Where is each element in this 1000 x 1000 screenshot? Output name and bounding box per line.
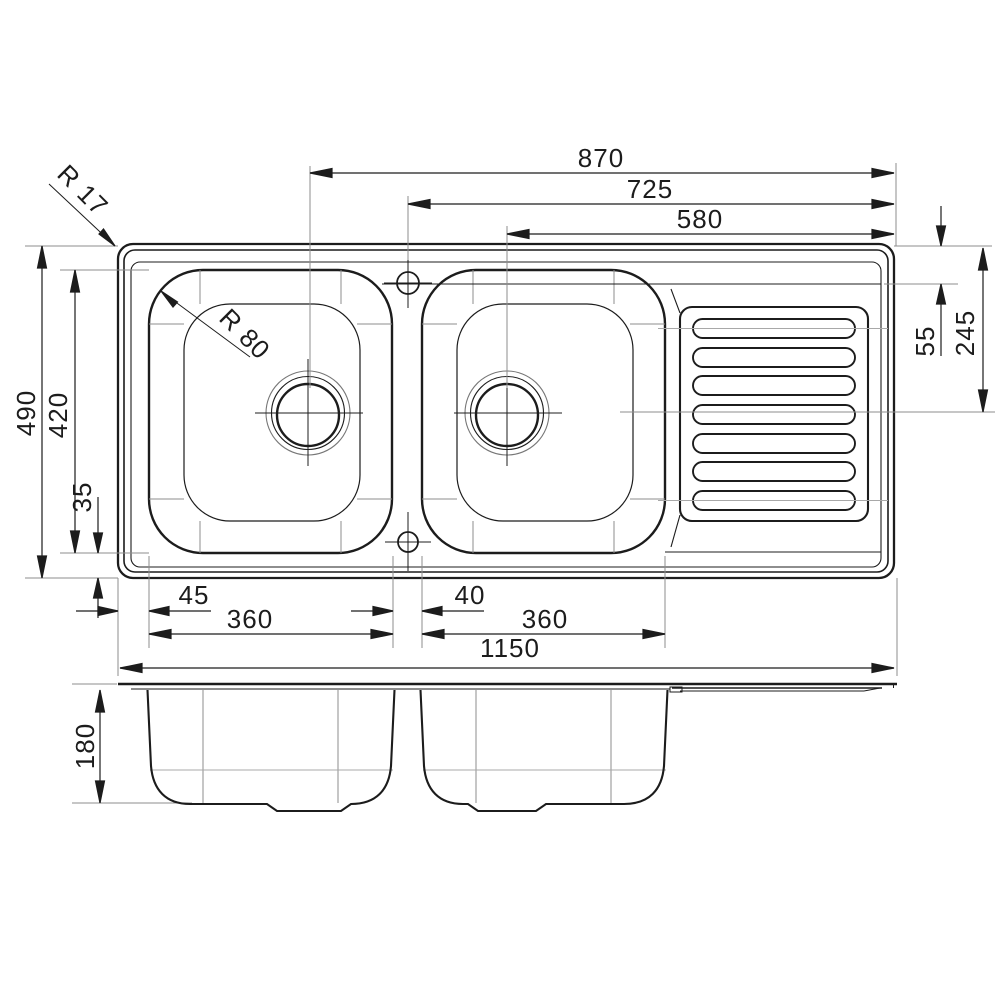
- dim-label-870: 870: [577, 143, 625, 173]
- drainboard-fold-lines: [658, 328, 888, 501]
- drainboard-slot: [692, 375, 856, 396]
- side-drainboard-profile: [669, 684, 894, 693]
- sink-outer-edge: [116, 242, 896, 580]
- sink-rolled-edge: [123, 249, 889, 573]
- dimension-55: [935, 206, 947, 356]
- drainboard-panel: [678, 305, 870, 523]
- dimension-580: [506, 228, 895, 240]
- dim-label-180: 180: [70, 722, 100, 770]
- dimension-490: [36, 245, 48, 579]
- dimension-725: [407, 198, 895, 210]
- drainboard-slot: [692, 404, 856, 425]
- bowl-left: [147, 268, 394, 555]
- side-bowl-left: [146, 689, 396, 813]
- dim-label-45: 45: [178, 580, 210, 610]
- dimension-180: [94, 689, 106, 804]
- dimension-420: [69, 269, 81, 554]
- drain-left: [255, 359, 363, 466]
- dimension-870: [309, 167, 895, 179]
- drainboard: [382, 283, 888, 553]
- dim-label-420: 420: [43, 391, 73, 439]
- dimension-lines: [36, 167, 989, 804]
- dim-label-360-right: 360: [521, 604, 569, 634]
- dimension-45: [76, 605, 211, 617]
- dimension-35: [92, 497, 104, 618]
- dim-label-1150: 1150: [480, 633, 540, 663]
- side-view: [118, 682, 897, 813]
- dim-label-245: 245: [950, 309, 980, 357]
- side-bowl-right: [419, 689, 669, 813]
- extension-lines: [25, 163, 995, 804]
- bowl-left-corner-ticks: [149, 270, 392, 553]
- drain-right: [454, 359, 562, 466]
- dimension-360-left: [148, 628, 394, 640]
- dimension-1150: [119, 662, 895, 674]
- dim-label-580: 580: [676, 204, 724, 234]
- dim-label-725: 725: [626, 174, 674, 204]
- leader-r17: [48, 183, 116, 247]
- dimension-245: [977, 247, 989, 413]
- dim-label-35: 35: [67, 481, 97, 513]
- leader-r80: [160, 290, 251, 358]
- dim-label-360-left: 360: [226, 604, 274, 634]
- drainboard-slot: [692, 461, 856, 482]
- sink-inner-rim: [130, 261, 882, 568]
- drainboard-slot: [692, 433, 856, 454]
- plan-view: [116, 242, 896, 580]
- dim-label-55: 55: [910, 325, 940, 357]
- dimension-40: [351, 605, 484, 617]
- dim-label-490: 490: [11, 389, 41, 437]
- bowl-right-corner-ticks: [422, 270, 665, 553]
- drainboard-slot: [692, 347, 856, 368]
- drainboard-slots: [692, 318, 856, 511]
- mounting-hole: [385, 512, 431, 571]
- bowl-left-outer: [147, 268, 394, 555]
- dim-label-40: 40: [454, 580, 486, 610]
- dimension-360-right: [421, 628, 666, 640]
- bowl-right: [420, 268, 667, 555]
